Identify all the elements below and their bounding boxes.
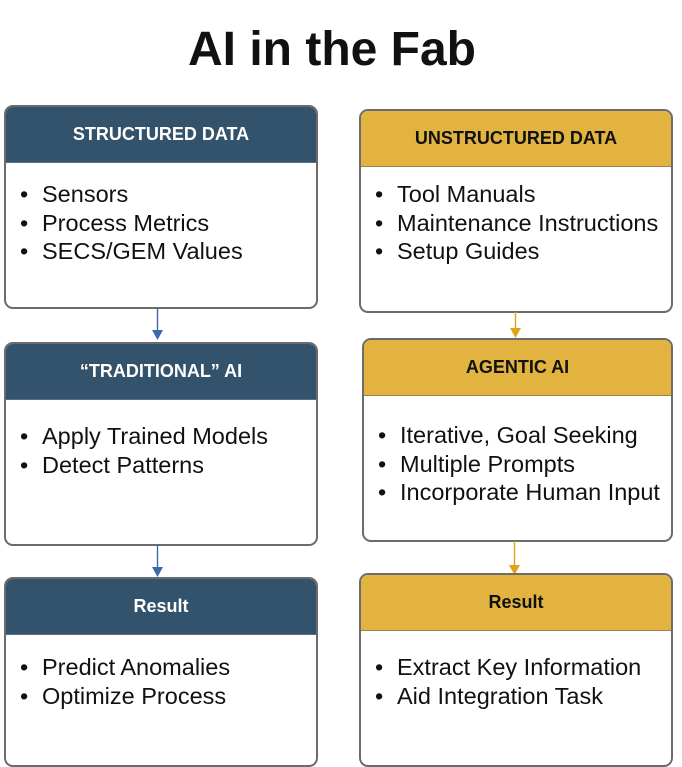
right-result-list: Extract Key Information Aid Integration … [361, 653, 671, 710]
arrow-traditional-to-result [152, 545, 163, 577]
list-item: SECS/GEM Values [6, 237, 316, 266]
list-item: Optimize Process [6, 682, 316, 711]
list-item: Detect Patterns [6, 451, 316, 480]
list-item: Process Metrics [6, 209, 316, 238]
page-title: AI in the Fab [188, 23, 476, 76]
list-item: Predict Anomalies [6, 653, 316, 682]
traditional-ai-list: Apply Trained Models Detect Patterns [6, 422, 316, 479]
arrow-unstructured-to-agentic [510, 312, 521, 338]
left-result-header: Result [6, 579, 316, 635]
structured-data-list: Sensors Process Metrics SECS/GEM Values [6, 180, 316, 266]
right-result-box: Result Extract Key Information Aid Integ… [359, 573, 673, 767]
list-item: Extract Key Information [361, 653, 671, 682]
list-item: Tool Manuals [361, 180, 671, 209]
left-result-box: Result Predict Anomalies Optimize Proces… [4, 577, 318, 767]
list-item: Aid Integration Task [361, 682, 671, 711]
agentic-ai-list: Iterative, Goal Seeking Multiple Prompts… [364, 421, 671, 507]
unstructured-data-box: UNSTRUCTURED DATA Tool Manuals Maintenan… [359, 109, 673, 313]
arrow-structured-to-traditional [152, 308, 163, 340]
unstructured-data-list: Tool Manuals Maintenance Instructions Se… [361, 180, 671, 266]
list-item: Apply Trained Models [6, 422, 316, 451]
structured-data-header: STRUCTURED DATA [6, 107, 316, 163]
list-item: Incorporate Human Input [364, 478, 671, 507]
agentic-ai-header: AGENTIC AI [364, 340, 671, 396]
agentic-ai-box: AGENTIC AI Iterative, Goal Seeking Multi… [362, 338, 673, 542]
traditional-ai-box: “TRADITIONAL” AI Apply Trained Models De… [4, 342, 318, 546]
right-result-header: Result [361, 575, 671, 631]
list-item: Iterative, Goal Seeking [364, 421, 671, 450]
arrow-agentic-to-result [509, 541, 520, 575]
traditional-ai-header: “TRADITIONAL” AI [6, 344, 316, 400]
list-item: Setup Guides [361, 237, 671, 266]
left-result-list: Predict Anomalies Optimize Process [6, 653, 316, 710]
list-item: Sensors [6, 180, 316, 209]
unstructured-data-header: UNSTRUCTURED DATA [361, 111, 671, 167]
list-item: Maintenance Instructions [361, 209, 671, 238]
list-item: Multiple Prompts [364, 450, 671, 479]
structured-data-box: STRUCTURED DATA Sensors Process Metrics … [4, 105, 318, 309]
